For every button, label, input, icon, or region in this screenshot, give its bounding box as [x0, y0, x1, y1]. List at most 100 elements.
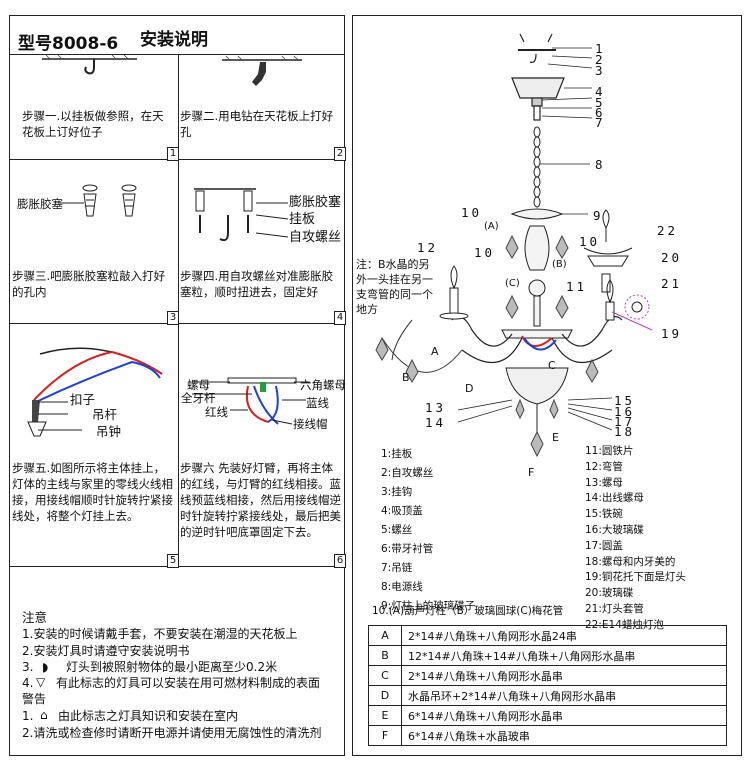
- part-7: 7:吊链: [381, 562, 413, 574]
- callout-2: 2: [595, 52, 606, 67]
- diagram-note: 注：B水晶的另外一头挂在另一支弯管的同一个地方: [356, 258, 433, 316]
- warning-heading: 警告: [22, 692, 47, 706]
- page-title: 安装说明: [140, 30, 208, 50]
- step4-text: 步骤四.用自攻螺丝对准膨胀胶塞粒，顺时扭进去，固定好: [180, 269, 334, 299]
- note-2: 2.安装灯具时请遵守安装说明书: [22, 644, 190, 658]
- part-12: 12:弯管: [585, 460, 623, 473]
- step6-text: 步骤六 先装好灯臂，再将主体的红线，与灯臂的红线相接。蓝线预蓝线相接，然后用接线…: [180, 461, 341, 539]
- part-5: 5:螺丝: [381, 524, 413, 536]
- step3-anchor-illustration: [60, 184, 137, 217]
- step1-ceiling-hook-illustration: [42, 54, 137, 75]
- callout-f: F: [528, 466, 535, 479]
- part-17: 17:圆盖: [585, 539, 623, 552]
- callout-7: 7: [595, 115, 606, 130]
- callout-1: 1: [595, 41, 606, 56]
- callout-12: 12: [417, 240, 439, 255]
- step3-text: 步骤三.吧膨胀胶塞粒敲入打好的孔内: [12, 269, 166, 299]
- callout-10-right: 10: [579, 234, 601, 249]
- part-1: 1:挂板: [381, 448, 413, 460]
- callout-15: 15: [614, 393, 636, 408]
- spec-key: C: [368, 665, 402, 686]
- step2-text: 步骤二.用电钻在天花板上打好孔: [180, 109, 334, 139]
- callout-a: A: [431, 345, 439, 358]
- note-4: 有此标志的灯具可以安装在用可燃材料制成的表面: [56, 676, 321, 690]
- indoor-use-icon: ⌂: [40, 708, 48, 722]
- callout-a-small: (A): [484, 221, 499, 232]
- callout-d: D: [465, 382, 474, 395]
- part-2: 2:自攻螺丝: [381, 467, 434, 479]
- spec-key: F: [368, 725, 402, 746]
- callout-6: 6: [595, 105, 606, 120]
- callout-14: 14: [425, 415, 447, 430]
- step6-label-hex-nut: 六角螺母: [300, 378, 346, 392]
- spec-key: E: [368, 705, 402, 726]
- step6-label-wire-cap: 接线帽: [293, 417, 328, 431]
- spec-value: 2*14#八角珠+八角网形水晶24串: [401, 625, 727, 646]
- warning-1-prefix: 1.: [22, 709, 34, 723]
- part-14: 14:出线螺母: [585, 492, 644, 505]
- part-6: 6:带牙衬管: [381, 543, 434, 555]
- spec-value: 水晶吊环+2*14#八角珠+八角网形水晶串: [401, 685, 727, 706]
- warning-2: 2.请洗或检查修时请断开电源并请使用无腐蚀性的清洗剂: [22, 726, 322, 740]
- part-3: 3:挂钩: [381, 486, 413, 498]
- callout-21: 21: [661, 276, 683, 291]
- step6-label-nut: 螺母: [187, 378, 210, 392]
- step-number-3: 3: [167, 311, 179, 325]
- callout-13: 13: [425, 400, 447, 415]
- step6-label-red-wire: 红线: [205, 405, 228, 419]
- callout-10-mid: 10: [474, 245, 496, 260]
- note-1: 1.安装的时候请戴手套，不要安装在潮湿的天花板上: [22, 627, 298, 641]
- step6-label-threaded-rod: 全牙杆: [181, 391, 216, 405]
- flammable-surface-icon: ▽: [36, 675, 46, 689]
- part-20: 20:玻璃碟: [585, 587, 634, 600]
- callout-c-small: (C): [505, 278, 520, 289]
- callout-18: 18: [614, 424, 636, 439]
- part-8: 8:电源线: [381, 581, 423, 593]
- note-4-prefix: 4.: [22, 676, 34, 690]
- step2-drill-illustration: [222, 55, 302, 86]
- callout-b-small: (B): [552, 259, 567, 270]
- step4-label-screw: 自攻螺丝: [289, 230, 342, 245]
- step-number-4: 4: [334, 311, 346, 325]
- spec-key: D: [368, 685, 402, 706]
- part-21: 21:灯头套管: [585, 602, 644, 615]
- callout-22: 22: [657, 223, 679, 238]
- part-19: 19:铜花托下面是灯头: [585, 571, 686, 584]
- callout-3: 3: [595, 63, 606, 78]
- step5-text: 步骤五.如图所示将主体挂上，灯体的主线与家里的零线火线相接，用接线帽顺时针旋转拧…: [12, 461, 173, 523]
- part-10: 10.(A)葫芦灯柱（B）玻璃圆球(C)梅花管: [372, 605, 564, 617]
- part-13: 13:螺母: [585, 476, 623, 489]
- callout-20: 20: [661, 250, 683, 265]
- part-4: 4:吸顶盖: [381, 505, 423, 517]
- callout-10-top: 10: [461, 205, 483, 220]
- callout-17: 17: [614, 414, 636, 429]
- note-3: 灯头到被照射物体的最小距离至少0.2米: [66, 660, 278, 674]
- chandelier-exploded-diagram: [375, 33, 653, 458]
- step4-label-plate: 挂板: [289, 212, 316, 227]
- distance-icon: ◗: [42, 660, 49, 674]
- step-number-6: 6: [334, 554, 346, 568]
- step1-text: 步骤一.以挂板做参照，在天花板上订好位子: [22, 109, 164, 139]
- spec-value: 12*14#八角珠+14#八角珠+八角网形水晶串: [401, 645, 727, 666]
- step4-label-anchor: 膨胀胶塞: [289, 195, 342, 210]
- note-3-prefix: 3.: [22, 660, 34, 674]
- left-panel: [9, 15, 345, 756]
- spec-key: A: [368, 625, 402, 646]
- part-15: 15:铁碗: [585, 508, 623, 521]
- step6-label-blue-wire: 蓝线: [306, 396, 329, 410]
- callout-c: C: [548, 359, 556, 372]
- callout-19: 19: [661, 326, 683, 341]
- step-number-1: 1: [167, 147, 179, 161]
- parts-list-left: 1:挂板 2:自攻螺丝 3:挂钩 4:吸顶盖 5:螺丝 6:带牙衬管 7:吊链 …: [381, 445, 475, 616]
- callout-b: B: [402, 371, 410, 384]
- warning-1: 由此标志之灯具知识和安装在室内: [58, 709, 239, 723]
- step-number-2: 2: [334, 147, 346, 161]
- step6-arm-wiring-illustration: [192, 377, 310, 425]
- spec-value: 6*14#八角珠+水晶玻串: [401, 725, 727, 746]
